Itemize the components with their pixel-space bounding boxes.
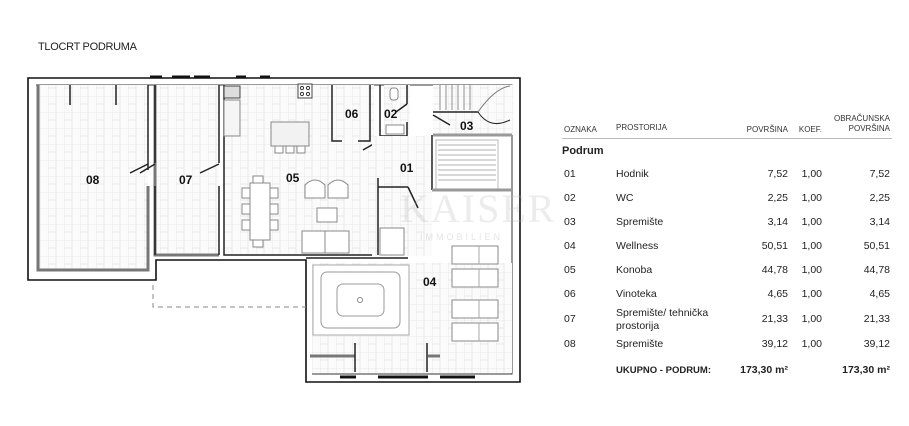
cell-povrsina: 4,65: [767, 288, 788, 300]
cell-obracunska: 21,33: [863, 313, 890, 325]
cell-prostorija: WC: [616, 192, 634, 204]
table-row: 06 Vinoteka 4,65 1,00 4,65: [562, 283, 892, 307]
room-label-04: 04: [423, 275, 437, 289]
cell-prostorija: Vinoteka: [616, 288, 657, 300]
room-03: 03: [432, 85, 513, 137]
cell-prostorija: Konoba: [616, 264, 653, 276]
cell-prostorija: Spremište: [616, 338, 664, 350]
room-02: 02: [379, 85, 410, 137]
table-row: 07 Spremište/ tehnička prostorija 21,33 …: [562, 307, 892, 337]
header-povrsina: POVRŠINA: [746, 125, 788, 134]
cell-obracunska: 39,12: [863, 338, 890, 350]
cell-oznaka: 06: [564, 288, 576, 300]
cell-koef: 1,00: [801, 313, 822, 325]
cell-oznaka: 04: [564, 240, 576, 252]
room-01: 01: [372, 135, 512, 256]
cell-koef: 1,00: [801, 338, 822, 350]
cell-povrsina: 21,33: [761, 313, 788, 325]
cell-oznaka: 02: [564, 192, 576, 204]
table-row: 08 Spremište 39,12 1,00 39,12: [562, 337, 892, 359]
room-label-01: 01: [400, 161, 414, 175]
room-label-06: 06: [345, 107, 359, 121]
table-row: 02 WC 2,25 1,00 2,25: [562, 187, 892, 211]
cell-povrsina: 39,12: [761, 338, 788, 350]
room-label-05: 05: [286, 171, 300, 185]
total-row: UKUPNO - PODRUM: 173,30 m² 173,30 m²: [562, 359, 892, 383]
table-row: 05 Konoba 44,78 1,00 44,78: [562, 259, 892, 283]
cell-obracunska: 50,51: [863, 240, 890, 252]
cell-koef: 1,00: [801, 240, 822, 252]
header-prostorija: PROSTORIJA: [616, 123, 667, 132]
room-06: 06: [331, 85, 378, 151]
room-04: 04: [306, 245, 512, 379]
cell-koef: 1,00: [801, 192, 822, 204]
total-povrsina: 173,30 m²: [740, 364, 788, 376]
cell-oznaka: 03: [564, 216, 576, 228]
cell-obracunska: 44,78: [863, 264, 890, 276]
cell-povrsina: 7,52: [767, 168, 788, 180]
header-koef: KOEF.: [798, 125, 822, 134]
floor-plan: 08 07 0: [27, 75, 521, 383]
room-label-08: 08: [86, 173, 100, 187]
cell-koef: 1,00: [801, 216, 822, 228]
table-row: 01 Hodnik 7,52 1,00 7,52: [562, 163, 892, 187]
total-label: UKUPNO - PODRUM:: [616, 365, 711, 376]
cell-prostorija: Wellness: [616, 240, 659, 252]
room-label-03: 03: [460, 119, 474, 133]
cell-koef: 1,00: [801, 288, 822, 300]
plan-title: TLOCRT PODRUMA: [38, 41, 137, 53]
area-table: OZNAKA PROSTORIJA POVRŠINA KOEF. OBRAČUN…: [562, 112, 892, 383]
cell-povrsina: 50,51: [761, 240, 788, 252]
header-obracunska-line2: POVRŠINA: [848, 124, 890, 133]
terrace-outline: [152, 285, 306, 308]
room-07: 07: [139, 85, 220, 257]
cell-oznaka: 01: [564, 168, 576, 180]
cell-obracunska: 4,65: [869, 288, 890, 300]
cell-prostorija: Spremište: [616, 216, 664, 228]
cell-obracunska: 2,25: [869, 192, 890, 204]
cell-prostorija: Hodnik: [616, 168, 649, 180]
cell-oznaka: 05: [564, 264, 576, 276]
cell-koef: 1,00: [801, 168, 822, 180]
cell-povrsina: 2,25: [767, 192, 788, 204]
cell-koef: 1,00: [801, 264, 822, 276]
cell-povrsina: 3,14: [767, 216, 788, 228]
header-obracunska: OBRAČUNSKA POVRŠINA: [834, 114, 890, 134]
cell-oznaka: 08: [564, 338, 576, 350]
room-label-07: 07: [179, 173, 193, 187]
table-header: OZNAKA PROSTORIJA POVRŠINA KOEF. OBRAČUN…: [562, 112, 892, 139]
total-obracunska: 173,30 m²: [842, 364, 890, 376]
cell-prostorija: Spremište/ tehnička prostorija: [616, 307, 709, 332]
room-08: 08: [36, 85, 150, 272]
header-obracunska-line1: OBRAČUNSKA: [833, 114, 890, 123]
room-label-02: 02: [384, 107, 398, 121]
cell-obracunska: 3,14: [869, 216, 890, 228]
section-title: Podrum: [562, 145, 604, 157]
cell-oznaka: 07: [564, 313, 576, 325]
cell-povrsina: 44,78: [761, 264, 788, 276]
table-row: 03 Spremište 3,14 1,00 3,14: [562, 211, 892, 235]
header-oznaka: OZNAKA: [564, 125, 597, 134]
cell-obracunska: 7,52: [869, 168, 890, 180]
table-row: 04 Wellness 50,51 1,00 50,51: [562, 235, 892, 259]
